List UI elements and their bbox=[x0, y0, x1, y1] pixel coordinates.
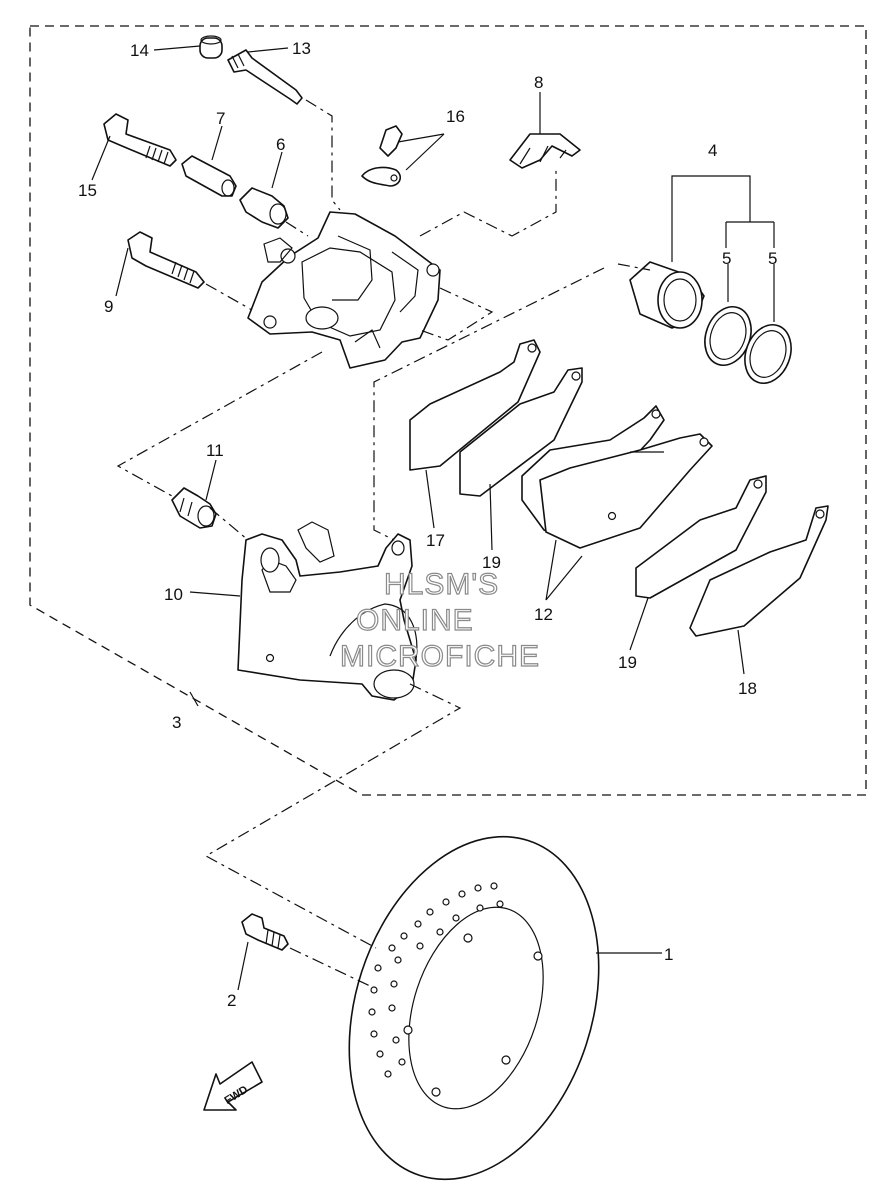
dust-seal bbox=[744, 324, 792, 384]
callout-7: 7 bbox=[216, 109, 225, 128]
short-bolt bbox=[127, 231, 205, 289]
callout-12: 12 bbox=[534, 605, 553, 624]
callout-5a: 5 bbox=[722, 249, 731, 268]
assembly-boundary bbox=[29, 25, 867, 796]
callout-2: 2 bbox=[227, 991, 236, 1010]
watermark-line-2: ONLINE bbox=[356, 604, 474, 637]
callout-10: 10 bbox=[164, 585, 183, 604]
leader-lines bbox=[91, 45, 775, 991]
callout-4: 4 bbox=[708, 141, 717, 160]
bracket-boot bbox=[171, 487, 217, 529]
pad-shim-18 bbox=[689, 505, 829, 637]
caliper-bracket bbox=[237, 521, 418, 701]
callout-14: 14 bbox=[130, 41, 149, 60]
brake-disc bbox=[348, 835, 600, 1181]
pad-pin bbox=[227, 49, 303, 105]
callout-3: 3 bbox=[172, 713, 181, 732]
fwd-arrow-icon: FWD bbox=[203, 1061, 263, 1111]
disc-bolt bbox=[241, 913, 289, 951]
watermark-line-3: MICROFICHE bbox=[340, 640, 540, 673]
watermark-line-1: HLSM'S bbox=[384, 568, 499, 601]
watermark: HLSM'S ONLINE MICROFICHE bbox=[339, 567, 540, 673]
brake-pad-set-12 bbox=[521, 405, 713, 549]
pad-shim-17 bbox=[409, 339, 541, 471]
callout-17: 17 bbox=[426, 531, 445, 550]
bleed-cap bbox=[199, 35, 223, 59]
callout-19a: 19 bbox=[482, 553, 501, 572]
callout-1: 1 bbox=[664, 945, 673, 964]
callout-11: 11 bbox=[206, 441, 224, 460]
callout-19b: 19 bbox=[618, 653, 637, 672]
callout-5b: 5 bbox=[768, 249, 777, 268]
slide-pin bbox=[181, 155, 237, 197]
brake-pad-19b bbox=[635, 475, 767, 599]
brake-pad-19a bbox=[459, 367, 583, 497]
callout-9: 9 bbox=[104, 297, 113, 316]
bleed-screw bbox=[361, 125, 403, 187]
caliper-body bbox=[247, 211, 441, 369]
caliper-piston bbox=[629, 261, 705, 329]
long-bolt bbox=[103, 113, 177, 167]
callout-6: 6 bbox=[276, 135, 285, 154]
pin-boot bbox=[239, 187, 289, 229]
callout-8: 8 bbox=[534, 73, 543, 92]
callout-16: 16 bbox=[446, 107, 465, 126]
callout-15: 15 bbox=[78, 181, 97, 200]
callout-18: 18 bbox=[738, 679, 757, 698]
pad-spring bbox=[509, 133, 581, 169]
callout-13: 13 bbox=[292, 39, 311, 58]
